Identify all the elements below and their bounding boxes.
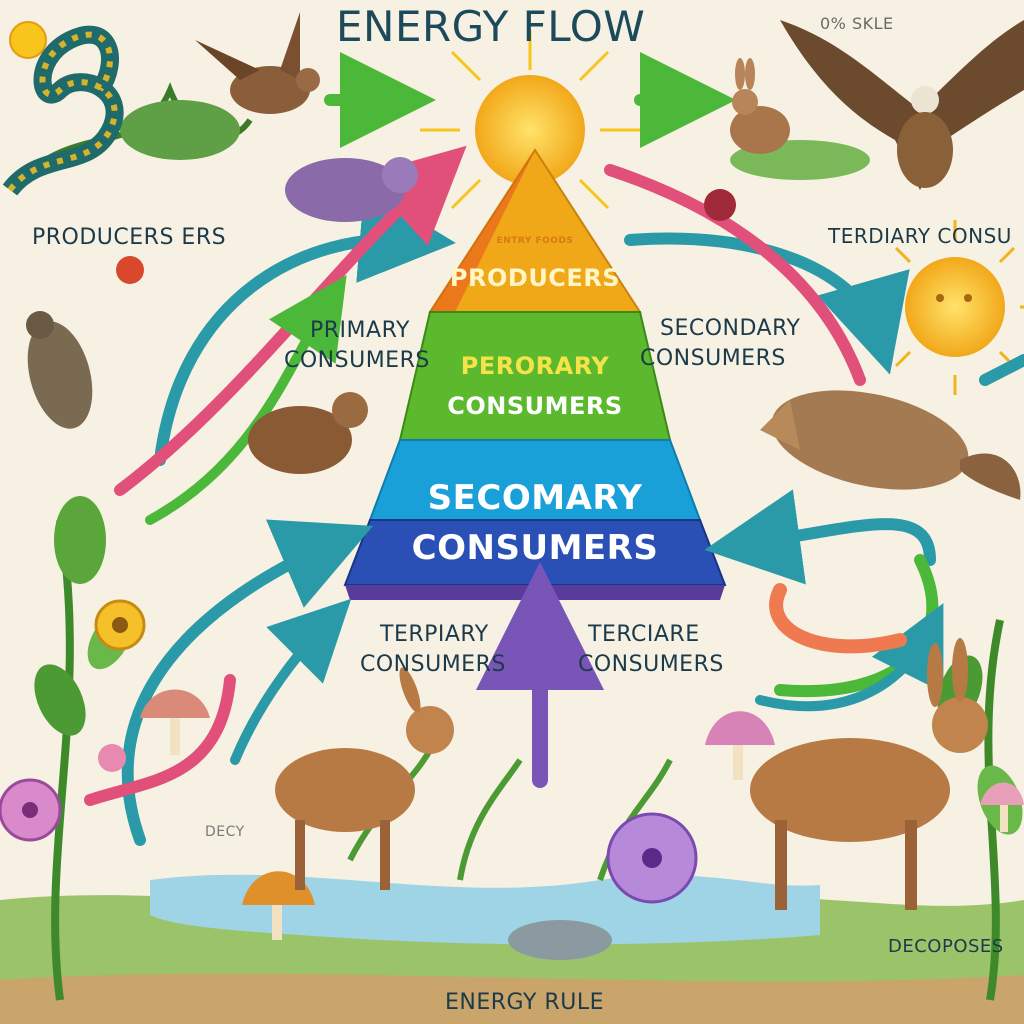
producers-tier-tiny-label: ENTRY FOODS [496, 236, 574, 246]
primary-consumers-label-line1: PRIMARY [310, 318, 410, 343]
animals [2, 12, 1024, 960]
flow-arrows [84, 52, 1024, 846]
tertiary-consumers-right-label: TERDIARY CONSU [828, 224, 1012, 248]
sun-icon [420, 30, 640, 230]
mushrooms [140, 689, 1024, 940]
mushroom-icon [980, 782, 1024, 832]
terpiary-consumers-label-line1: TERPIARY [380, 622, 489, 647]
producers-left-label: PRODUCERS ERS [32, 225, 227, 250]
mushroom-icon [705, 711, 775, 780]
red-flower-icon [116, 256, 144, 284]
producers-tier-label: PRODUCERS [449, 264, 621, 292]
decay-scribble: DECY [205, 824, 245, 840]
secondary-consumers-label-line1: SECONDARY [660, 316, 801, 341]
pink-flower-icon [98, 744, 126, 772]
rodent-icon [285, 157, 418, 222]
rabbit-icon [730, 58, 790, 154]
mushroom-icon [140, 689, 210, 755]
footer-label: ENERGY RULE [445, 990, 604, 1015]
berry-icon [704, 189, 736, 221]
top-right-scribble: 0% SKLE [820, 14, 894, 33]
eagle-icon [780, 20, 1024, 190]
small-sun-icon [9, 21, 47, 59]
decoposes-label: DECOPOSES [888, 936, 1004, 957]
primary-tier-label-line1: PERORARY [460, 352, 610, 380]
primary-consumers-label-line2: CONSUMERS [284, 348, 430, 373]
terpiary-consumers-label-line2: CONSUMERS [360, 652, 506, 677]
terciare-consumers-label-line2: CONSUMERS [578, 652, 724, 677]
fox-icon [760, 390, 1021, 500]
beaver-icon [248, 392, 368, 474]
mole-icon [508, 920, 612, 960]
flowers [0, 189, 736, 904]
page-title: ENERGY FLOW [336, 2, 646, 51]
secondary-tier-label-line1: SECOMARY [427, 478, 643, 518]
bird-icon [195, 12, 320, 114]
secondary-tier-label-line2: CONSUMERS [411, 528, 659, 568]
deer-icon [275, 667, 454, 890]
lizard-icon [26, 311, 93, 429]
snake-icon [2, 25, 124, 196]
terciare-consumers-label-line1: TERCIARE [588, 622, 700, 647]
energy-pyramid [343, 148, 727, 600]
secondary-consumers-label-line2: CONSUMERS [640, 346, 786, 371]
primary-tier-label-line2: CONSUMERS [447, 392, 623, 420]
hare-icon [750, 638, 988, 910]
